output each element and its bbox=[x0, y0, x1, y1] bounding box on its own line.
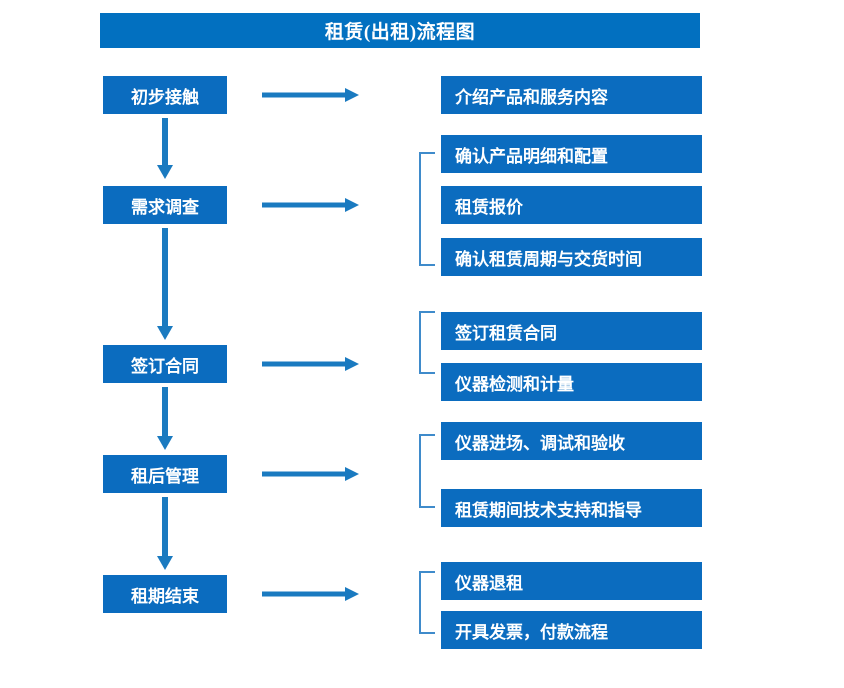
stage-node-demand-survey[interactable]: 需求调查 bbox=[103, 186, 227, 224]
task-node-confirm-rental-period[interactable]: 确认租赁周期与交货时间 bbox=[441, 238, 702, 276]
group-bracket-post-rental-management bbox=[419, 434, 435, 508]
task-node-instrument-inspection[interactable]: 仪器检测和计量 bbox=[441, 363, 702, 401]
flow-arrow-down-initial-to-demand bbox=[156, 118, 174, 180]
task-node-technical-support[interactable]: 租赁期间技术支持和指导 bbox=[441, 489, 702, 527]
link-arrow-right-rental-end bbox=[262, 585, 362, 603]
flowchart-title-banner: 租赁(出租)流程图 bbox=[100, 13, 700, 48]
flow-arrow-down-demand-to-contract bbox=[156, 228, 174, 341]
flow-arrow-down-management-to-end bbox=[156, 497, 174, 571]
link-arrow-right-initial-contact bbox=[262, 86, 362, 104]
task-node-invoice-payment[interactable]: 开具发票，付款流程 bbox=[441, 611, 702, 649]
stage-node-post-rental-management[interactable]: 租后管理 bbox=[103, 455, 227, 493]
task-node-confirm-product-details[interactable]: 确认产品明细和配置 bbox=[441, 135, 702, 173]
task-node-instrument-return[interactable]: 仪器退租 bbox=[441, 562, 702, 600]
stage-node-initial-contact[interactable]: 初步接触 bbox=[103, 76, 227, 114]
link-arrow-right-demand-survey bbox=[262, 196, 362, 214]
task-node-introduce-products[interactable]: 介绍产品和服务内容 bbox=[441, 76, 702, 114]
link-arrow-right-sign-contract bbox=[262, 355, 362, 373]
task-node-rental-quotation[interactable]: 租赁报价 bbox=[441, 186, 702, 224]
link-arrow-right-post-rental-management bbox=[262, 465, 362, 483]
group-bracket-demand-survey bbox=[419, 152, 435, 266]
group-bracket-rental-end bbox=[419, 571, 435, 634]
flow-arrow-down-contract-to-management bbox=[156, 387, 174, 451]
task-node-instrument-entry-commissioning[interactable]: 仪器进场、调试和验收 bbox=[441, 422, 702, 460]
group-bracket-sign-contract bbox=[419, 311, 435, 374]
stage-node-rental-end[interactable]: 租期结束 bbox=[103, 575, 227, 613]
stage-node-sign-contract[interactable]: 签订合同 bbox=[103, 345, 227, 383]
task-node-sign-rental-contract[interactable]: 签订租赁合同 bbox=[441, 312, 702, 350]
